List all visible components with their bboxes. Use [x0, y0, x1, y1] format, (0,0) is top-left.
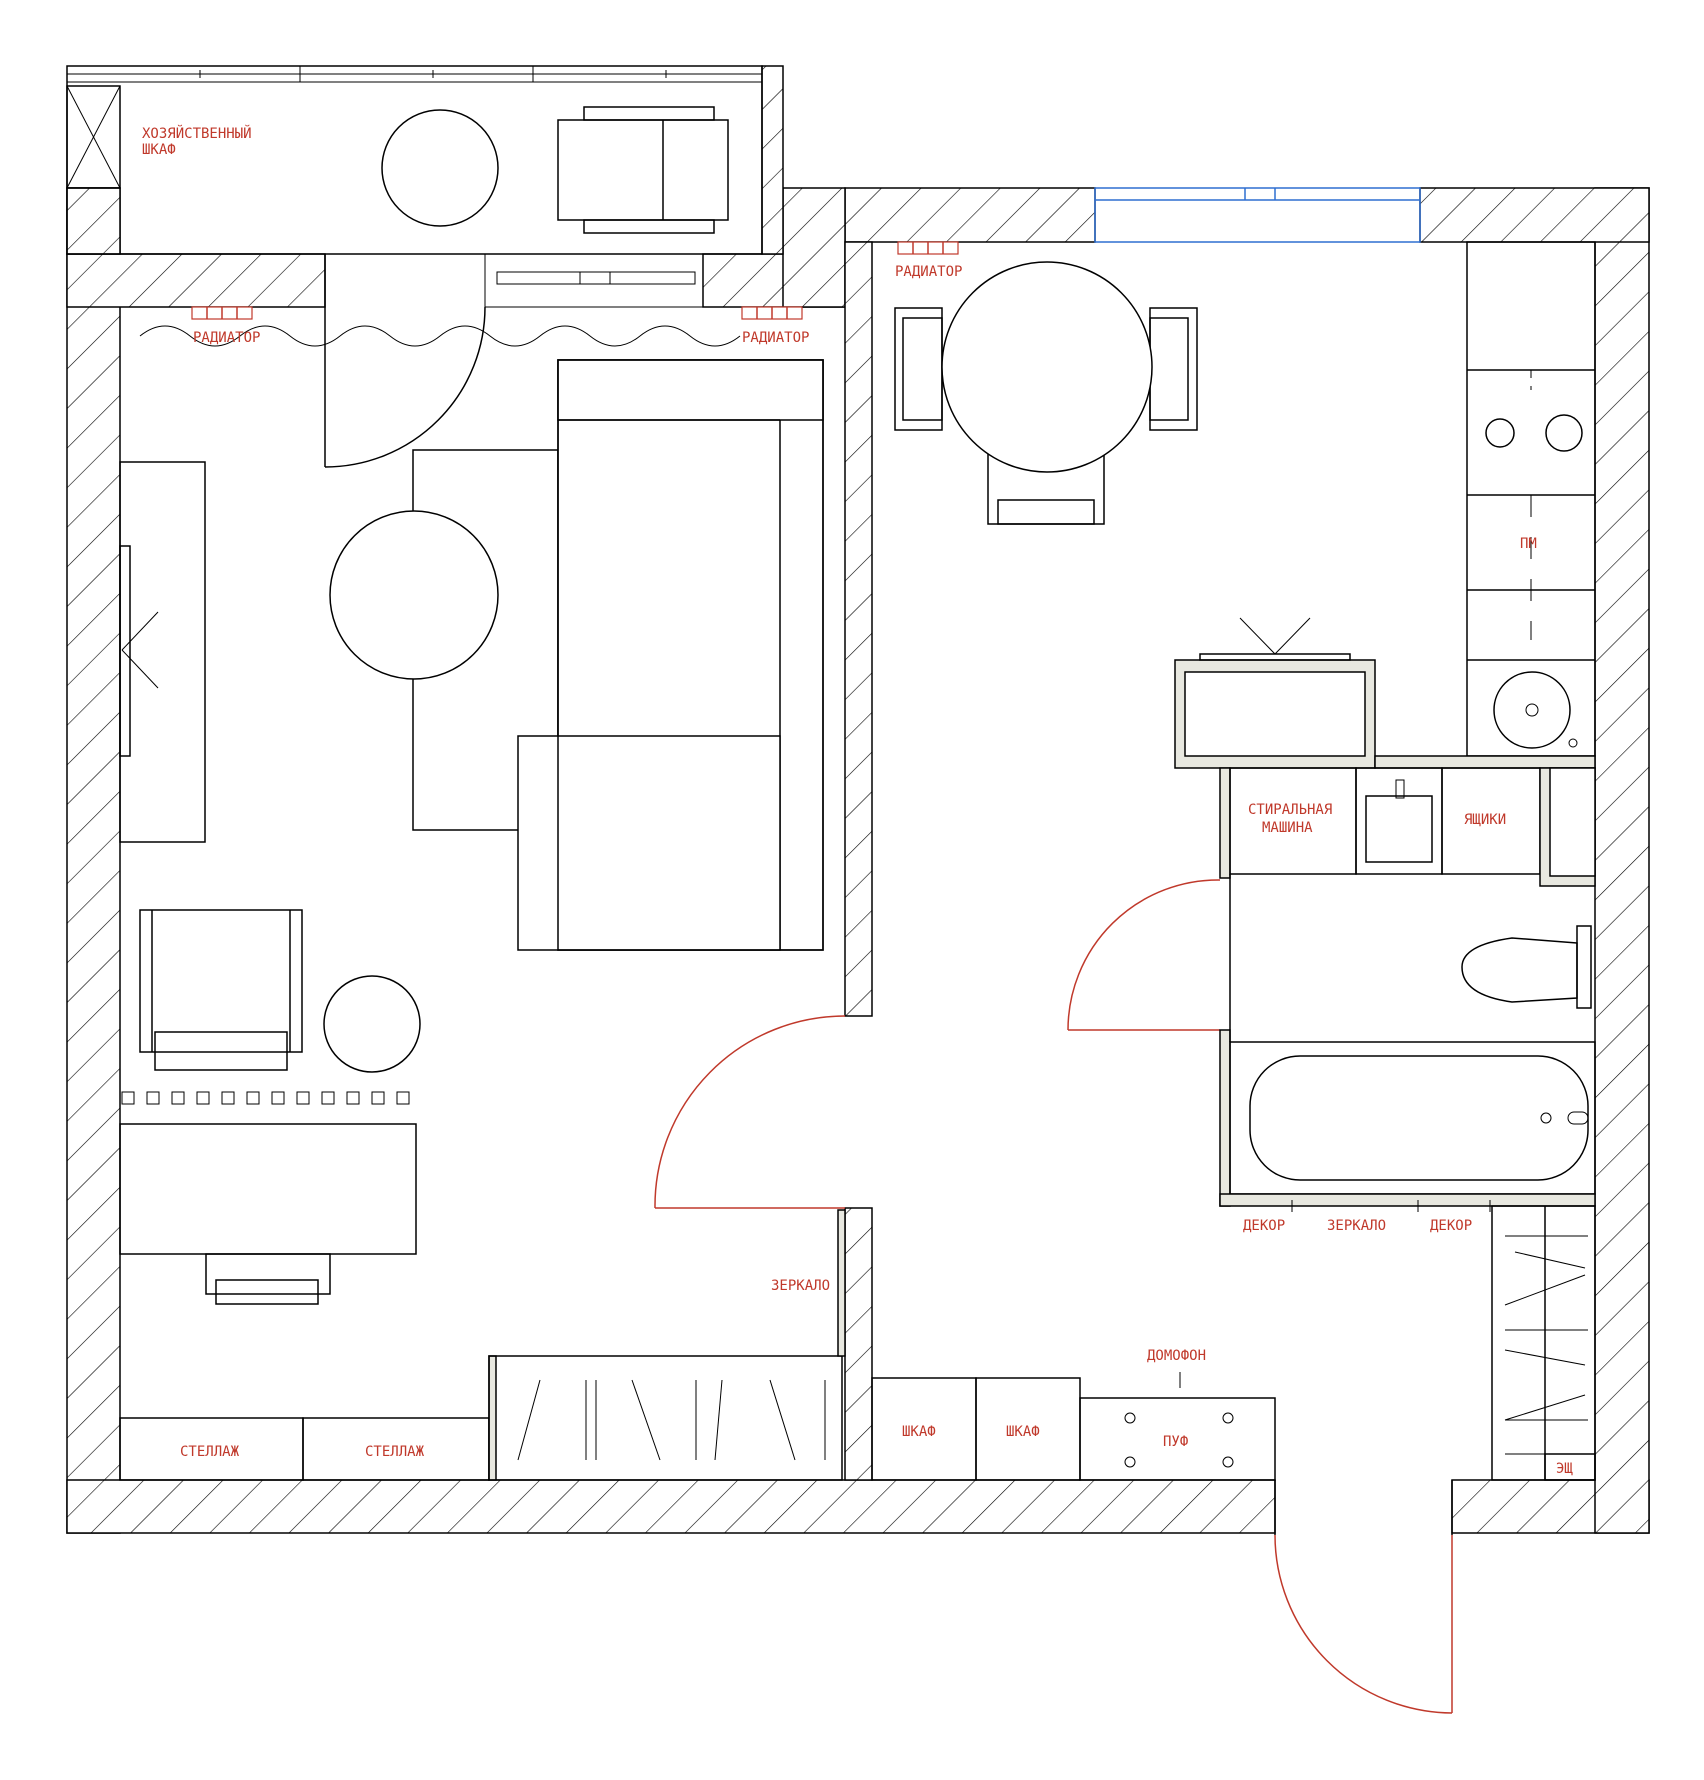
- wall-top-kitchen-left: [844, 187, 1096, 243]
- wall-partition-upper: [844, 241, 873, 1017]
- label-washing-machine-1: СТИРАЛЬНАЯ: [1248, 802, 1332, 818]
- living-door: [654, 1015, 846, 1209]
- coffee-table: [329, 510, 499, 680]
- kitchen-window: [1094, 187, 1421, 243]
- wall-bottom-left: [66, 1479, 1276, 1534]
- bath-sink: [1365, 795, 1433, 863]
- living-room: [119, 254, 846, 1481]
- desk: [119, 1123, 417, 1255]
- mirror-hall: [837, 1209, 846, 1357]
- label-shelf-1: СТЕЛЛАЖ: [180, 1444, 240, 1460]
- label-pouf: ПУФ: [1163, 1434, 1188, 1450]
- hall: [871, 1205, 1596, 1714]
- side-table: [323, 975, 421, 1073]
- label-washing-machine-2: МАШИНА: [1262, 820, 1313, 836]
- label-radiator-kitchen: РАДИАТОР: [895, 264, 962, 280]
- curtain: [139, 325, 741, 347]
- bath-sink-cabinet: [1355, 767, 1443, 875]
- wall-balcony-left: [66, 187, 121, 255]
- label-cabinet-1: ШКАФ: [902, 1424, 936, 1440]
- bathtub: [1229, 1041, 1596, 1195]
- armchair: [139, 909, 303, 1053]
- entrance-door-swing: [1274, 1534, 1453, 1714]
- pouf: [1079, 1397, 1276, 1481]
- kitchen-sink: [1493, 671, 1571, 749]
- kitchen: [894, 241, 1596, 769]
- utility-closet: [66, 85, 121, 189]
- balcony-armchair: [557, 119, 729, 221]
- wall-balcony-right: [761, 65, 784, 255]
- label-radiator-living-left: РАДИАТОР: [193, 330, 260, 346]
- wall-junction-top: [782, 187, 846, 308]
- label-decor-right: ДЕКОР: [1430, 1218, 1472, 1234]
- dining-table: [941, 261, 1153, 473]
- wall-top-living-left: [66, 253, 326, 308]
- label-utility-closet-2: ШКАФ: [142, 142, 176, 158]
- labels: ХОЗЯЙСТВЕННЫЙ ШКАФ РАДИАТОР РАДИАТОР РАД…: [142, 124, 1573, 1477]
- label-mirror-bath: ЗЕРКАЛО: [1327, 1218, 1386, 1234]
- wardrobe-living: [488, 1355, 497, 1481]
- label-decor-left: ДЕКОР: [1243, 1218, 1285, 1234]
- label-dishwasher: ПМ: [1520, 536, 1537, 552]
- hob-burner-2: [1545, 414, 1583, 452]
- wall-right: [1594, 187, 1650, 1534]
- wardrobe-hall: [1491, 1205, 1596, 1481]
- label-intercom: ДОМОФОН: [1147, 1348, 1206, 1364]
- label-drawers: ЯЩИКИ: [1464, 812, 1506, 828]
- label-electric-panel: ЭЩ: [1556, 1461, 1573, 1477]
- label-utility-closet-1: ХОЗЯЙСТВЕННЫЙ: [142, 124, 252, 142]
- electric-panel: [1544, 1453, 1596, 1481]
- label-cabinet-2: ШКАФ: [1006, 1424, 1040, 1440]
- sofa-chaise: [517, 735, 781, 951]
- wall-left: [66, 187, 121, 1534]
- tv-unit: [119, 461, 206, 843]
- wall-partition-lower: [844, 1207, 873, 1481]
- tv: [119, 545, 131, 757]
- label-radiator-living-right: РАДИАТОР: [742, 330, 809, 346]
- desk-chair: [205, 1253, 331, 1295]
- dining-chair-right: [1149, 307, 1198, 431]
- label-mirror-hall: ЗЕРКАЛО: [771, 1278, 830, 1294]
- label-shelf-2: СТЕЛЛАЖ: [365, 1444, 425, 1460]
- dining-chair-left: [894, 307, 943, 431]
- toilet: [1461, 937, 1578, 1003]
- balcony-door-swing: [324, 306, 486, 468]
- balcony-round-table: [381, 109, 499, 227]
- toilet-tank: [1576, 925, 1592, 1009]
- wall-top-kitchen-right: [1419, 187, 1650, 243]
- floor-convector: [121, 1091, 410, 1105]
- bathroom: [1067, 767, 1596, 1212]
- walls: [66, 65, 1650, 1534]
- balcony: [66, 65, 763, 308]
- hob-burner-1: [1485, 418, 1515, 448]
